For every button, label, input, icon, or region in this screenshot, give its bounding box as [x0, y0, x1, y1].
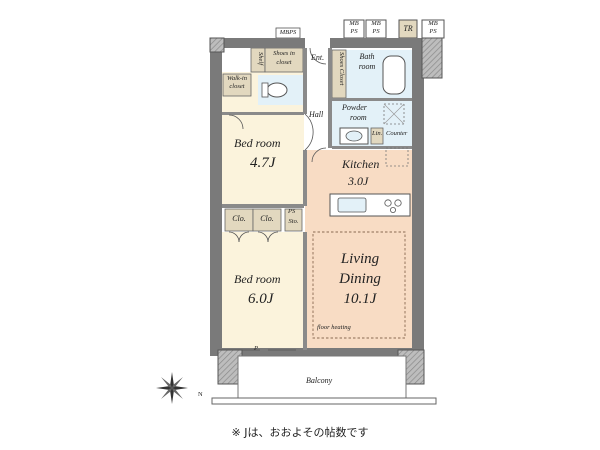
stove-burner-2: [394, 199, 402, 207]
counter-label: Counter: [386, 130, 408, 137]
bedroom2-floor: [222, 232, 304, 348]
bedroom1-floor: [222, 115, 304, 205]
shoes-closet-label: Shoes Closet: [338, 52, 345, 86]
ps-label: PS: [288, 208, 296, 215]
clo1-label: Clo.: [232, 214, 246, 223]
lin-label: Lin.: [372, 130, 383, 137]
hall-label: Hall: [309, 110, 324, 119]
sto-label: Sto.: [288, 218, 299, 225]
sto-box: [284, 208, 303, 232]
north-label: N: [198, 391, 203, 398]
bedroom2-name: Bed room: [234, 272, 281, 286]
shoes-in-closet-box: [264, 47, 304, 73]
living-size: 10.1J: [343, 291, 377, 307]
washer-space: [383, 103, 405, 125]
balcony-area: [237, 355, 407, 399]
balcony-rail: [211, 397, 437, 405]
floor-heating-label: floor heating: [317, 324, 351, 331]
balcony-label: Balcony: [306, 376, 333, 385]
powder-label-line2: room: [350, 113, 367, 122]
stove-burner-3: [389, 206, 396, 213]
entrance-label: Ent.: [311, 53, 325, 62]
living-name-line2: Dining: [339, 271, 381, 287]
ps2-label: PS: [372, 28, 380, 35]
stove-burner-1: [384, 199, 392, 207]
shoes-in-closet-label-line1: Shoes in: [273, 50, 295, 57]
toilet: [266, 82, 288, 98]
bath-label-line2: room: [358, 62, 376, 71]
lin-box: [370, 127, 384, 145]
mb3-label: MB: [428, 20, 438, 27]
interior-walls: [222, 48, 412, 350]
kitchen-name: Kitchen: [342, 157, 380, 171]
bathtub: [382, 55, 406, 95]
bath-label-line1: Bath: [359, 52, 375, 61]
kitchen-size: 3.0J: [348, 174, 369, 188]
mb2-label: MB: [371, 20, 381, 27]
shelf-label: Shelf: [257, 52, 264, 65]
toilet-tank: [261, 82, 269, 98]
mb1-label: MB: [349, 20, 359, 27]
washer-cross-b: [383, 103, 405, 125]
tr-label: TR: [403, 24, 413, 33]
bedroom1-size: 4.7J: [250, 155, 276, 171]
walkin-closet-label-line2: closet: [229, 83, 245, 90]
column-top-left: [209, 37, 225, 53]
p-mark-label: P: [254, 345, 258, 352]
walkin-closet-label-line1: Walk-in: [227, 75, 247, 82]
ps1-label: PS: [350, 28, 358, 35]
ps3-label: PS: [429, 28, 437, 35]
mbps-top-label: MBPS: [279, 29, 297, 36]
floor-heating-area: [312, 231, 406, 339]
kitchen-sink: [337, 197, 367, 213]
footnote: ※ Jは、おおよその帖数です: [231, 426, 369, 439]
door-swings: [228, 47, 327, 351]
powder-label-line1: Powder: [342, 103, 367, 112]
walkin-closet-box: [222, 73, 252, 97]
column-top-right: [421, 37, 443, 79]
living-floor: [305, 150, 413, 348]
compass-icon: [156, 372, 188, 404]
washbasin-bowl: [345, 130, 363, 142]
bedroom1-name: Bed room: [234, 136, 281, 150]
clo2-box: [252, 208, 282, 232]
living-name-line1: Living: [340, 251, 380, 267]
exterior-walls: [210, 38, 442, 356]
bedroom2-size: 6.0J: [248, 291, 274, 307]
shoes-in-closet-label-line2: closet: [276, 59, 292, 66]
clo2-label: Clo.: [260, 214, 274, 223]
